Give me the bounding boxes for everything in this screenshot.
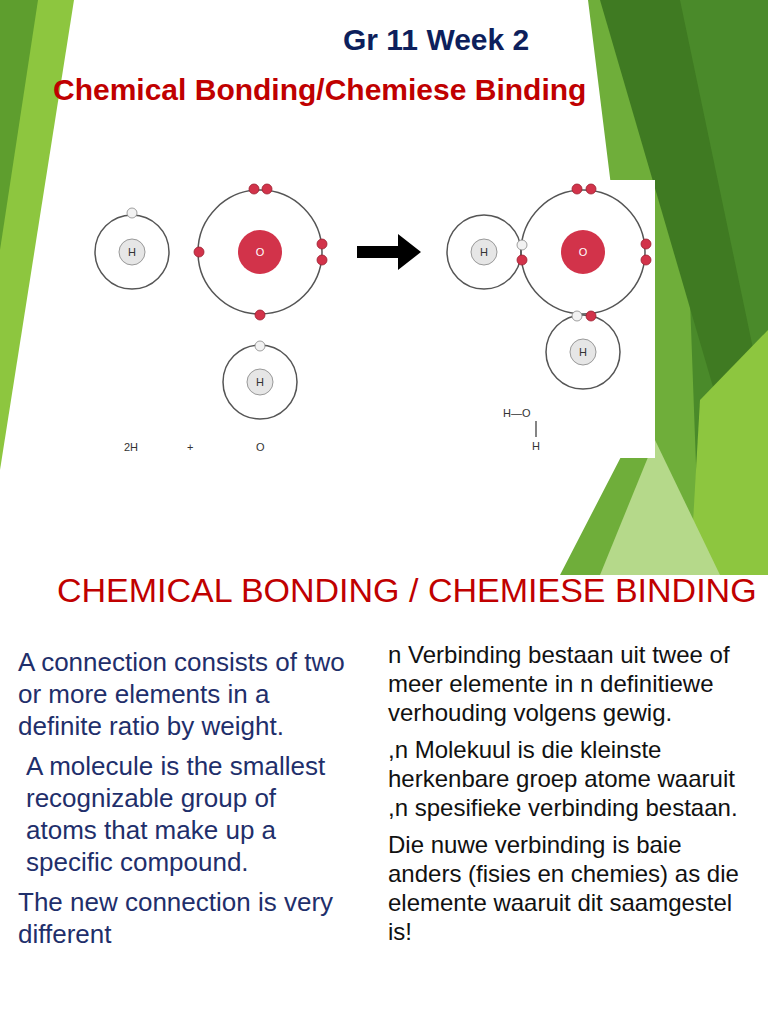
english-paragraph: A molecule is the smallest recognizable …: [18, 750, 353, 878]
green-stripe: [0, 0, 38, 250]
electron: [641, 255, 651, 265]
atom-symbol: H: [128, 246, 136, 258]
electron-shell: [95, 215, 169, 289]
electron-shell: [546, 315, 620, 389]
english-paragraph: A connection consists of two or more ele…: [18, 646, 353, 742]
electron-shell: [447, 215, 521, 289]
electron: [262, 184, 272, 194]
electron: [317, 239, 327, 249]
electron: [194, 247, 204, 257]
formula-label: +: [187, 440, 193, 454]
atom-symbol: O: [256, 246, 265, 258]
atom-nucleus: H: [119, 239, 145, 265]
nucleus: [238, 230, 282, 274]
electron-shell: [223, 345, 297, 419]
atom-symbol: O: [579, 246, 588, 258]
atom-symbol: H: [256, 376, 264, 388]
green-panel: [600, 440, 720, 575]
atom-nucleus: O: [561, 230, 605, 274]
electron: [586, 311, 596, 321]
nucleus: [570, 339, 596, 365]
afrikaans-paragraph: ,n Molekuul is die kleinste herkenbare g…: [388, 735, 760, 822]
electron: [586, 184, 596, 194]
electron: [641, 239, 651, 249]
nucleus: [247, 369, 273, 395]
electron-shell: [198, 190, 322, 314]
atom-nucleus: H: [570, 339, 596, 365]
nucleus: [561, 230, 605, 274]
atom-symbol: H: [579, 346, 587, 358]
reaction-arrow: [357, 234, 421, 270]
section-heading: CHEMICAL BONDING / CHEMIESE BINDING: [57, 572, 757, 608]
electron: [572, 184, 582, 194]
atom-nucleus: H: [247, 369, 273, 395]
english-column: A connection consists of two or more ele…: [18, 646, 353, 958]
illustration-ground: [80, 180, 655, 458]
afrikaans-column: n Verbinding bestaan uit twee of meer el…: [388, 640, 760, 954]
electron: [517, 240, 527, 250]
electron-shell: [521, 190, 645, 314]
electron: [317, 255, 327, 265]
english-paragraph: The new connection is very different: [18, 886, 353, 950]
formula-label: O: [256, 440, 265, 454]
atom-symbol: H: [480, 246, 488, 258]
slide-title: Chemical Bonding/Chemiese Binding: [53, 70, 613, 110]
electron: [127, 208, 137, 218]
week-label: Gr 11 Week 2: [343, 22, 529, 58]
structural-formula: H—O: [503, 406, 531, 420]
nucleus: [119, 239, 145, 265]
atom-nucleus: H: [471, 239, 497, 265]
bond-line: [535, 421, 536, 437]
electron: [572, 311, 582, 321]
electron: [255, 341, 265, 351]
structural-formula: H: [532, 439, 540, 453]
afrikaans-paragraph: n Verbinding bestaan uit twee of meer el…: [388, 640, 760, 727]
afrikaans-paragraph: Die nuwe verbinding is baie anders (fisi…: [388, 830, 760, 946]
nucleus: [471, 239, 497, 265]
atom-nucleus: O: [238, 230, 282, 274]
formula-label: 2H: [124, 440, 138, 454]
electron: [255, 310, 265, 320]
electron: [249, 184, 259, 194]
green-stripe: [0, 0, 74, 470]
electron: [517, 255, 527, 265]
